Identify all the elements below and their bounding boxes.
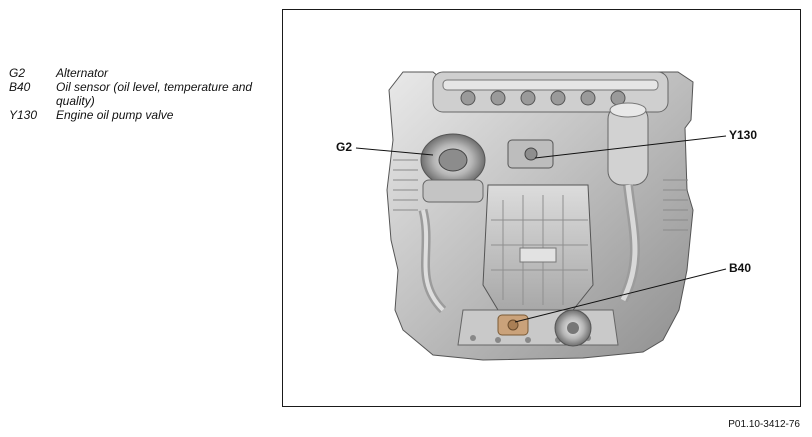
oil-sensor-shape — [497, 314, 529, 336]
leader-y130 — [534, 135, 727, 159]
legend-row-b40: B40 Oil sensor (oil level, temperature a… — [9, 80, 256, 108]
leader-b40 — [514, 268, 727, 323]
legend: G2 Alternator B40 Oil sensor (oil level,… — [9, 66, 256, 122]
alternator-shape — [420, 133, 486, 203]
engine-illustration — [355, 71, 727, 361]
leader-g2 — [355, 147, 434, 156]
legend-row-y130: Y130 Engine oil pump valve — [9, 108, 256, 122]
legend-description: Alternator — [56, 66, 109, 80]
callout-y130: Y130 — [729, 128, 758, 142]
legend-description: Engine oil pump valve — [56, 108, 174, 122]
reference-code: P01.10-3412-76 — [728, 419, 800, 430]
diagram-frame: G2 Y130 B40 — [282, 9, 801, 407]
legend-description: Oil sensor (oil level, temperature and q… — [56, 80, 253, 108]
callout-g2: G2 — [336, 140, 353, 154]
legend-code: G2 — [9, 66, 26, 80]
callout-b40: B40 — [729, 261, 752, 275]
legend-row-g2: G2 Alternator — [9, 66, 256, 80]
legend-code: Y130 — [9, 108, 38, 122]
legend-code: B40 — [9, 80, 31, 94]
